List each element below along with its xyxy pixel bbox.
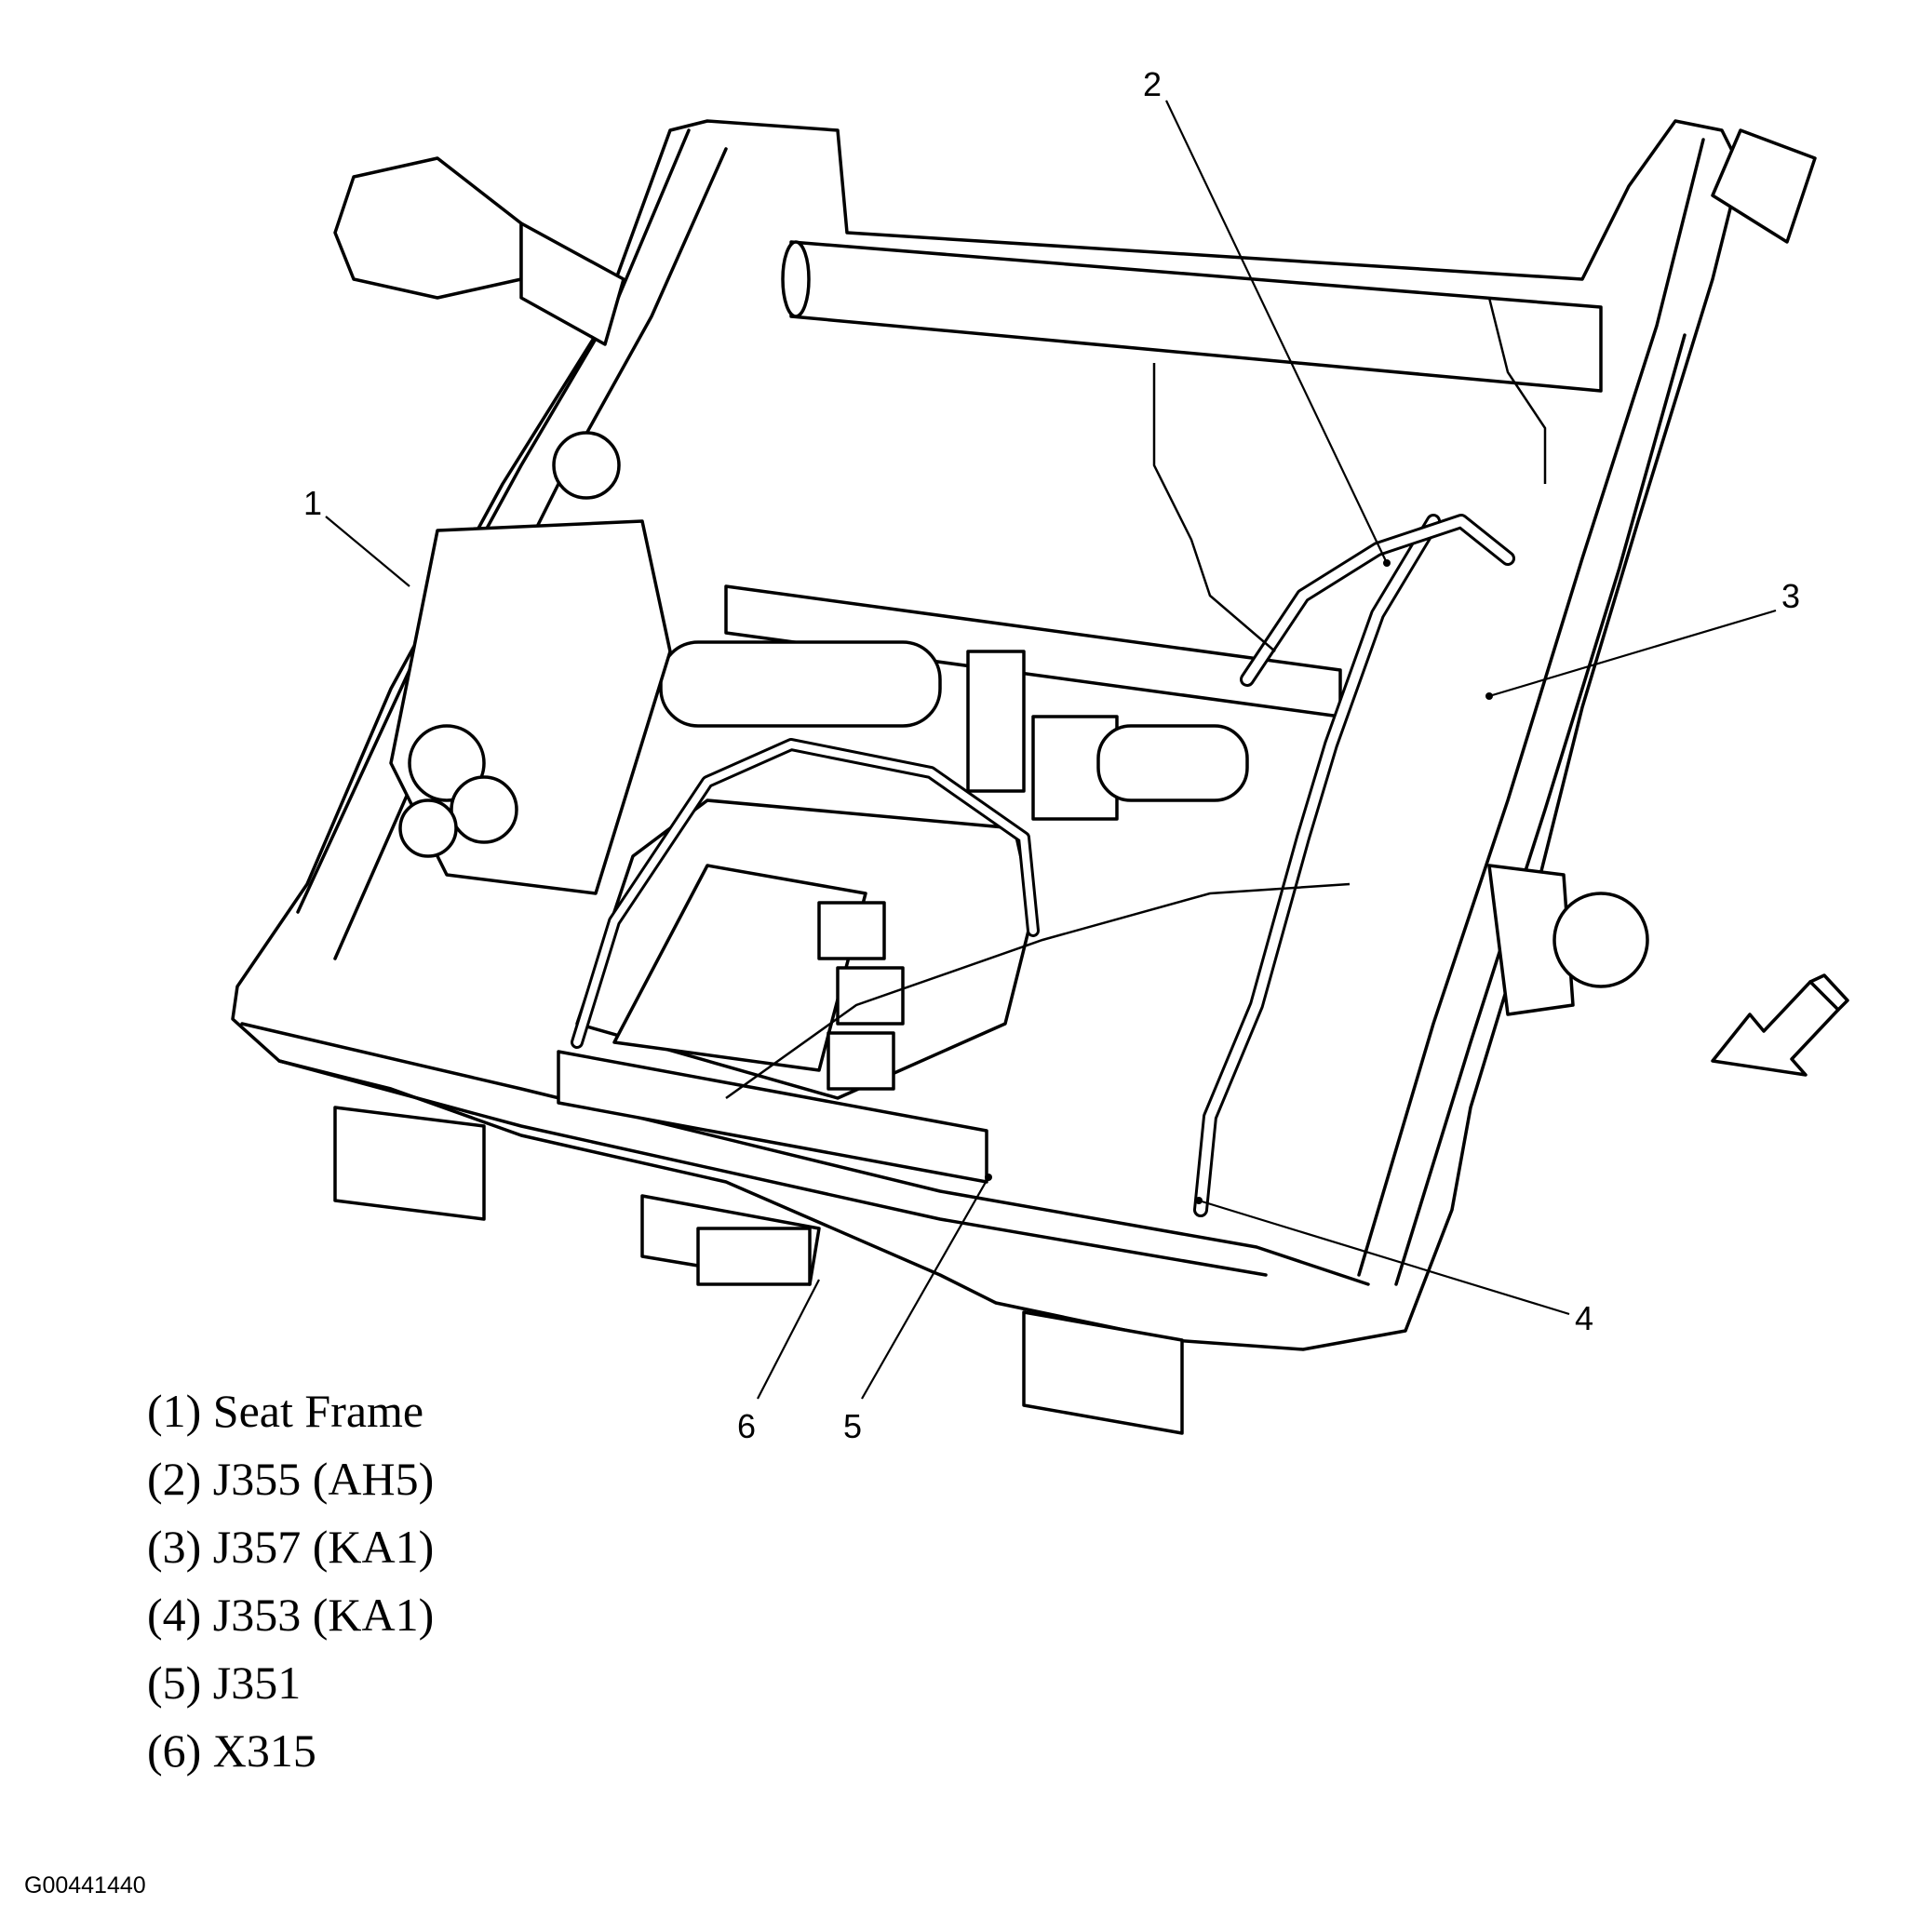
legend-item-j357: (3) J357 (KA1) [147, 1521, 435, 1573]
connector-x315 [640, 1194, 821, 1286]
seatbelt-buckle [333, 156, 625, 346]
figure-id: G00441440 [24, 1872, 146, 1898]
legend-item-seat-frame: (1) Seat Frame [147, 1385, 424, 1437]
callout-leaders [325, 100, 1777, 1400]
callout-5: 5 [843, 1407, 863, 1445]
legend-item-j353: (4) J353 (KA1) [147, 1589, 435, 1641]
legend-item-j355: (2) J355 (AH5) [147, 1453, 435, 1505]
seat-adjuster-motor [659, 640, 1249, 821]
callout-6: 6 [737, 1407, 757, 1445]
callout-1: 1 [303, 484, 323, 522]
callout-4: 4 [1575, 1299, 1594, 1337]
component-legend: (1) Seat Frame (2) J355 (AH5) (3) J357 (… [147, 1377, 434, 1785]
wiring-harness [571, 297, 1547, 1217]
callout-3: 3 [1781, 577, 1801, 615]
legend-item-j351: (5) J351 [147, 1657, 302, 1709]
callout-2: 2 [1143, 65, 1163, 103]
seat-frame [231, 119, 1817, 1435]
front-direction-arrow-icon [1711, 973, 1849, 1077]
legend-item-x315: (6) X315 [147, 1724, 316, 1777]
